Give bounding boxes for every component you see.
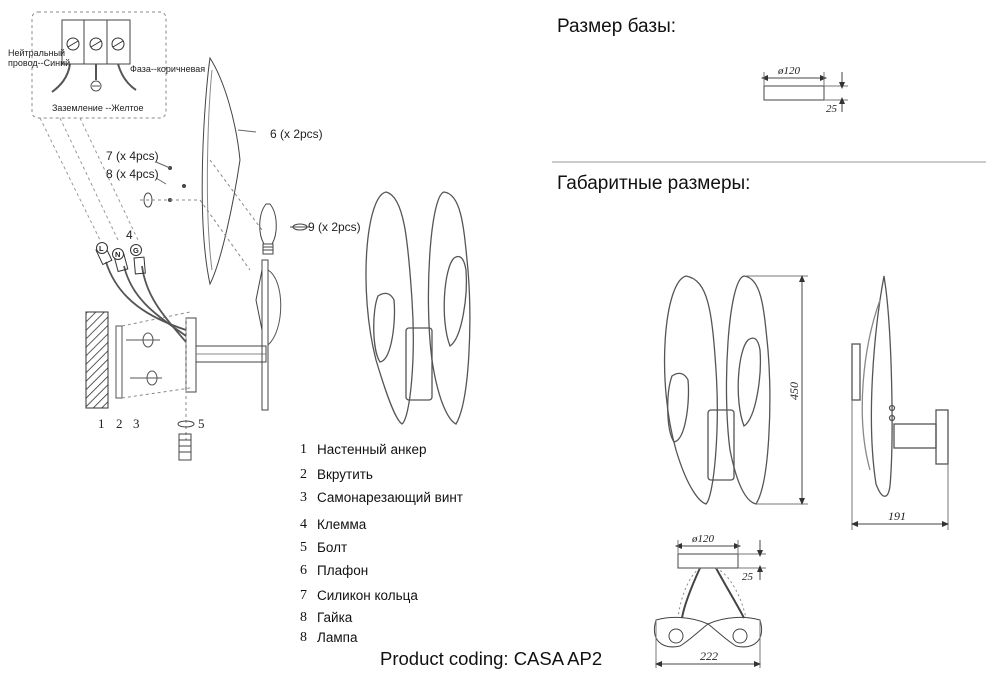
lamp-bulb — [259, 203, 277, 255]
legend-num: 7 — [300, 588, 307, 603]
depth-dimension — [851, 400, 949, 530]
legend-label: Лампа — [317, 630, 358, 645]
callout-1: 1 — [98, 416, 105, 431]
overall-size-heading: Габаритные размеры: — [557, 173, 751, 194]
neutral-wire-label-2: провод--Синий — [8, 58, 70, 68]
ground-wire-label: Заземление --Желтое — [52, 103, 144, 113]
dim-height: 450 — [787, 382, 801, 400]
callout-5: 5 — [198, 416, 205, 431]
shade-exploded — [199, 56, 263, 286]
front-view — [365, 191, 471, 425]
legend-label: Болт — [317, 540, 348, 555]
callout-7: 7 (x 4pcs) — [106, 149, 159, 163]
legend-num: 8 — [300, 630, 307, 645]
legend-label: Самонарезающий винт — [317, 490, 463, 505]
callout-8: 8 (x 4pcs) — [106, 167, 159, 181]
legend-label: Настенный анкер — [317, 442, 427, 457]
dim-depth: 191 — [888, 509, 906, 523]
phase-wire-label: Фаза--коричневая — [130, 64, 205, 74]
legend-num: 8 — [300, 610, 307, 625]
wiring-inset — [31, 11, 167, 241]
legend-label: Силикон кольца — [317, 588, 418, 603]
legend-num: 2 — [300, 467, 307, 482]
side-view — [851, 275, 949, 497]
legend-label: Вкрутить — [317, 467, 373, 482]
callout-3: 3 — [133, 416, 140, 431]
bottom-view — [654, 540, 766, 668]
legend-label: Плафон — [317, 563, 369, 578]
dim-bottom-height: 25 — [742, 571, 754, 583]
neutral-wire-label-1: Нейтральный — [8, 48, 65, 58]
exploded-view — [85, 242, 282, 461]
dim-base-height: 25 — [826, 103, 838, 115]
callout-6: 6 (x 2pcs) — [270, 127, 323, 141]
terminal-N: N — [115, 250, 120, 259]
terminal-G: G — [133, 246, 139, 255]
legend-num: 3 — [300, 490, 307, 505]
legend-num: 6 — [300, 563, 307, 578]
callout-4: 4 — [126, 228, 133, 242]
dim-bottom-diameter: ø120 — [691, 533, 715, 545]
base-size-heading: Размер базы: — [557, 16, 677, 37]
height-dimension — [746, 275, 808, 505]
callout-2: 2 — [116, 416, 123, 431]
callout-9: 9 (x 2pcs) — [308, 220, 361, 234]
dim-width: 222 — [700, 649, 718, 663]
nut-icon — [182, 184, 186, 188]
legend-label: Гайка — [317, 610, 353, 625]
dim-base-diameter: ø120 — [777, 65, 801, 77]
legend-num: 5 — [300, 540, 307, 555]
terminal-L: L — [99, 244, 104, 253]
legend-num: 4 — [300, 517, 307, 532]
base-size-drawing — [761, 72, 848, 112]
product-coding: Product coding: CASA AP2 — [380, 648, 603, 669]
overall-front-view — [663, 275, 771, 505]
legend-label: Клемма — [317, 517, 367, 532]
legend-num: 1 — [300, 442, 307, 457]
